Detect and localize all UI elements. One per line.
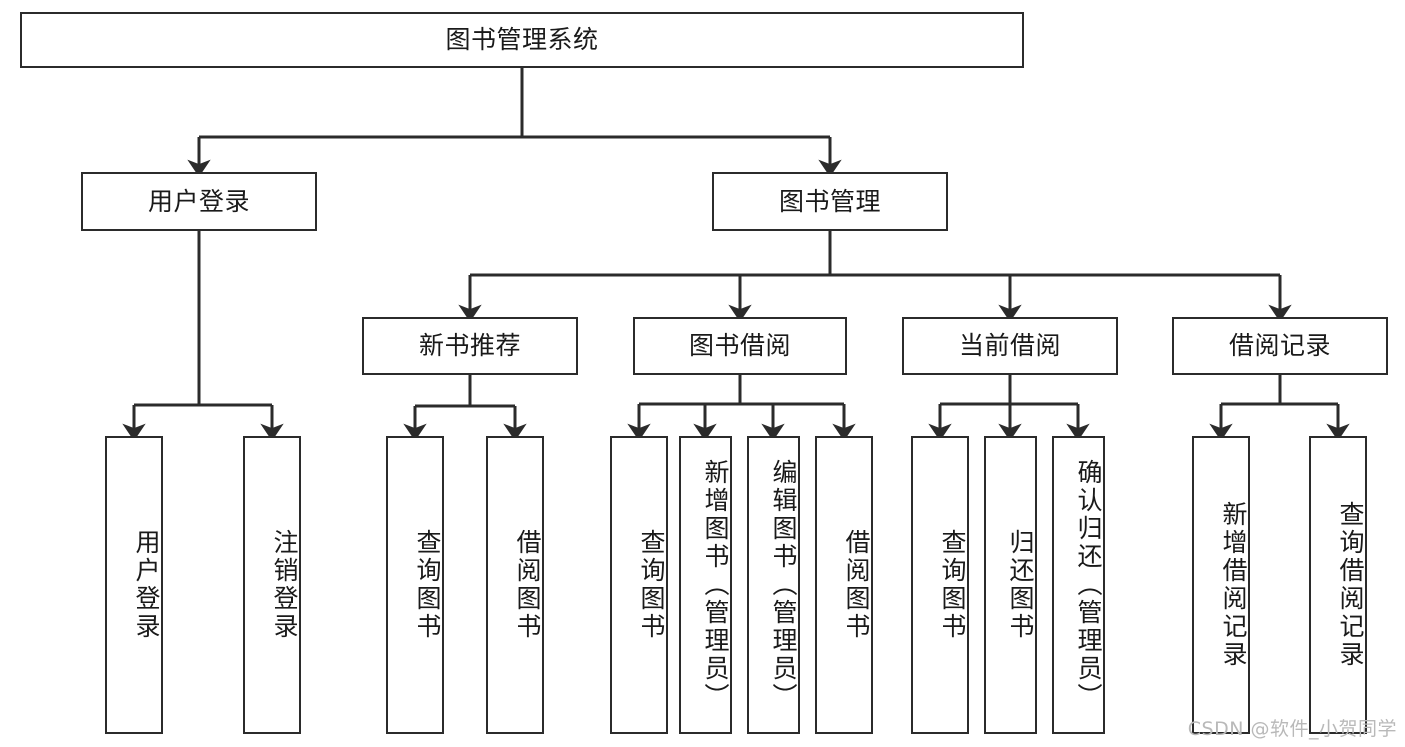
node-leaf-borrow-add-book[interactable]: 新增图书（管理员） (679, 436, 732, 734)
node-leaf-user-login[interactable]: 用户登录 (105, 436, 163, 734)
node-current-borrow-label: 当前借阅 (958, 331, 1061, 361)
node-leaf-current-query-book-label: 查询图书 (938, 529, 967, 641)
node-leaf-user-logout[interactable]: 注销登录 (243, 436, 301, 734)
node-new-book-rec-label: 新书推荐 (418, 331, 521, 361)
node-leaf-borrow-edit-book-label: 编辑图书（管理员） (769, 459, 798, 711)
node-leaf-current-confirm-return-label: 确认归还（管理员） (1074, 459, 1103, 711)
node-book-borrow[interactable]: 图书借阅 (633, 317, 847, 375)
node-book-manage[interactable]: 图书管理 (712, 172, 948, 231)
node-leaf-current-query-book[interactable]: 查询图书 (911, 436, 969, 734)
node-leaf-record-add[interactable]: 新增借阅记录 (1192, 436, 1250, 734)
node-leaf-borrow-query-book[interactable]: 查询图书 (610, 436, 668, 734)
node-leaf-current-confirm-return[interactable]: 确认归还（管理员） (1052, 436, 1105, 734)
node-leaf-borrow-add-book-label: 新增图书（管理员） (701, 459, 730, 711)
node-leaf-rec-borrow-book[interactable]: 借阅图书 (486, 436, 544, 734)
node-user-login[interactable]: 用户登录 (81, 172, 317, 231)
node-leaf-borrow-borrow-book[interactable]: 借阅图书 (815, 436, 873, 734)
csdn-watermark: CSDN @软件_小贺同学 (1187, 718, 1397, 740)
node-book-manage-label: 图书管理 (778, 186, 881, 216)
node-leaf-current-return-book[interactable]: 归还图书 (984, 436, 1037, 734)
node-root-label: 图书管理系统 (445, 25, 599, 55)
node-leaf-record-query[interactable]: 查询借阅记录 (1309, 436, 1367, 734)
node-leaf-user-login-label: 用户登录 (132, 529, 161, 641)
node-leaf-borrow-query-book-label: 查询图书 (637, 529, 666, 641)
node-leaf-user-logout-label: 注销登录 (270, 529, 299, 641)
node-borrow-record-label: 借阅记录 (1228, 331, 1331, 361)
node-new-book-rec[interactable]: 新书推荐 (362, 317, 578, 375)
node-leaf-record-query-label: 查询借阅记录 (1336, 501, 1365, 669)
node-leaf-record-add-label: 新增借阅记录 (1219, 501, 1248, 669)
node-borrow-record[interactable]: 借阅记录 (1172, 317, 1388, 375)
node-leaf-current-return-book-label: 归还图书 (1006, 529, 1035, 641)
node-book-borrow-label: 图书借阅 (688, 331, 791, 361)
node-leaf-borrow-edit-book[interactable]: 编辑图书（管理员） (747, 436, 800, 734)
node-leaf-rec-query-book-label: 查询图书 (413, 529, 442, 641)
node-current-borrow[interactable]: 当前借阅 (902, 317, 1118, 375)
node-user-login-label: 用户登录 (147, 186, 250, 216)
node-leaf-borrow-borrow-book-label: 借阅图书 (842, 529, 871, 641)
node-leaf-rec-borrow-book-label: 借阅图书 (513, 529, 542, 641)
node-leaf-rec-query-book[interactable]: 查询图书 (386, 436, 444, 734)
node-root[interactable]: 图书管理系统 (20, 12, 1024, 68)
